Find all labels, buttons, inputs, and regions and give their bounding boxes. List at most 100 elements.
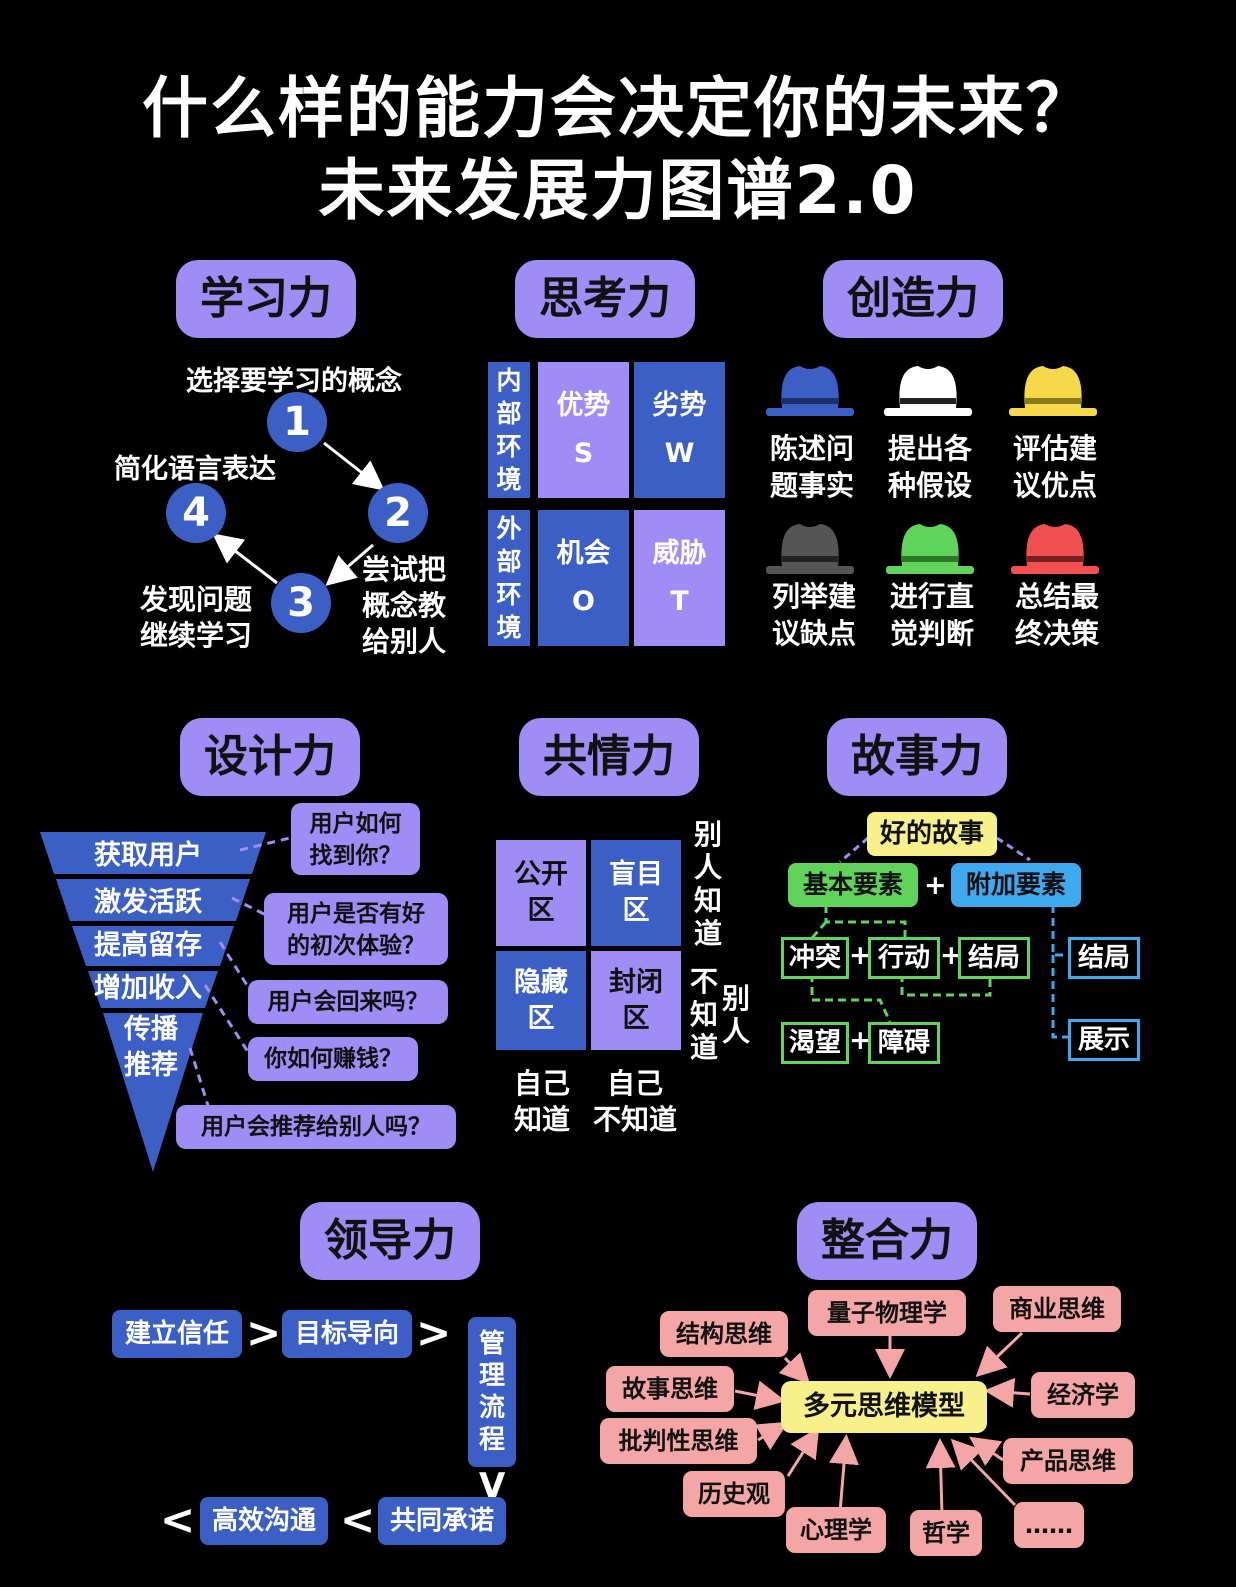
integration-center: 多元思维模型 — [781, 1381, 987, 1433]
section-story: 故事力 — [827, 718, 1007, 796]
johari-unknown: 封闭区 — [591, 951, 681, 1050]
funnel-level-4 — [88, 971, 218, 1008]
integration-psychology: 心理学 — [786, 1507, 886, 1553]
funnel-label-referral: 传播推荐 — [124, 1014, 178, 1081]
yellow-hat-icon — [1009, 366, 1097, 416]
step3-label: 发现问题继续学习 — [140, 583, 253, 652]
lead-chevron-4: < — [160, 1495, 196, 1544]
johari-others-know: 别人知道 — [694, 818, 723, 950]
design-question-3: 用户会回来吗？ — [248, 980, 448, 1024]
design-question-2: 用户是否有好的初次体验？ — [264, 893, 448, 965]
section-leadership: 领导力 — [300, 1202, 480, 1280]
integration-product: 产品思维 — [1003, 1438, 1133, 1484]
design-question-5: 用户会推荐给别人吗？ — [176, 1105, 456, 1149]
hat-blue-label: 陈述问题事实 — [769, 432, 854, 502]
step1-label: 选择要学习的概念 — [186, 366, 402, 397]
johari-open: 公开区 — [496, 840, 586, 946]
section-integration: 整合力 — [797, 1202, 977, 1280]
hats-row2 — [766, 524, 1099, 574]
lead-manage-process: 管理流程 — [468, 1317, 516, 1467]
integration-quantum: 量子物理学 — [808, 1290, 966, 1336]
red-hat-icon — [1011, 524, 1099, 574]
lead-chevron-1: > — [246, 1308, 282, 1357]
story-conflict: 冲突 — [781, 937, 849, 979]
story-plus-3: + — [940, 940, 963, 971]
funnel-level-2 — [56, 879, 250, 921]
lead-commitment: 共同承诺 — [378, 1497, 506, 1545]
johari-self-unknown: 自己不知道 — [592, 1067, 677, 1136]
story-ending: 结局 — [958, 937, 1030, 979]
story-basic: 基本要素 — [788, 863, 918, 907]
funnel-label-revenue: 增加收入 — [94, 973, 202, 1004]
step4-label: 简化语言表达 — [114, 454, 276, 485]
lead-build-trust: 建立信任 — [112, 1310, 242, 1358]
section-learning: 学习力 — [176, 260, 356, 338]
funnel-label-activation: 激发活跃 — [94, 887, 202, 918]
section-thinking: 思考力 — [515, 260, 695, 338]
integration-story: 故事思维 — [606, 1366, 734, 1412]
step2-label: 尝试把概念教给别人 — [362, 553, 447, 658]
hat-white-label: 提出各种假设 — [887, 432, 972, 502]
funnel-level-3 — [72, 926, 234, 966]
funnel-level-5 — [103, 1013, 203, 1172]
johari-others-unknown-a: 不知道 — [690, 965, 719, 1064]
integration-more: …… — [1014, 1502, 1084, 1548]
story-extra-show: 展示 — [1068, 1019, 1140, 1061]
story-plus-1: + — [924, 870, 947, 901]
black-hat-icon — [766, 524, 854, 574]
lead-chevron-2: > — [416, 1308, 452, 1357]
integration-business: 商业思维 — [993, 1286, 1121, 1332]
story-obstacle: 障碍 — [868, 1022, 940, 1064]
swot-external-label: 外部环境 — [488, 510, 530, 646]
johari-hidden: 隐藏区 — [496, 951, 586, 1050]
johari-blind: 盲目区 — [591, 840, 681, 946]
story-action: 行动 — [868, 937, 940, 979]
step4-circle: 4 — [166, 483, 226, 543]
johari-others-unknown-b: 别人 — [722, 982, 751, 1048]
story-root: 好的故事 — [867, 812, 997, 856]
integration-history: 历史观 — [683, 1471, 785, 1517]
funnel-level-1 — [40, 832, 266, 874]
white-hat-icon — [884, 366, 972, 416]
page-subtitle: 未来发展力图谱2.0 — [318, 152, 918, 229]
hat-green-label: 进行直觉判断 — [889, 580, 974, 650]
green-hat-icon — [886, 524, 974, 574]
funnel-label-retention: 提高留存 — [94, 930, 202, 961]
step2-circle: 2 — [368, 483, 428, 543]
design-question-1: 用户如何找到你？ — [291, 803, 420, 875]
integration-philosophy: 哲学 — [910, 1510, 982, 1556]
johari-self-know: 自己知道 — [513, 1067, 570, 1136]
integration-economics: 经济学 — [1031, 1372, 1135, 1418]
story-extra-ending: 结局 — [1068, 937, 1140, 979]
design-question-4: 你如何赚钱？ — [248, 1037, 418, 1081]
lead-goal-oriented: 目标导向 — [282, 1310, 412, 1358]
hat-red-label: 总结最终决策 — [1014, 580, 1099, 650]
lead-communication: 高效沟通 — [200, 1497, 328, 1545]
integration-structure: 结构思维 — [660, 1311, 788, 1357]
hats-row1 — [766, 366, 1097, 416]
integration-critical: 批判性思维 — [600, 1418, 757, 1464]
section-design: 设计力 — [180, 718, 360, 796]
step1-circle: 1 — [267, 392, 327, 452]
page-title: 什么样的能力会决定你的未来？ — [142, 70, 1094, 147]
swot-internal-label: 内部环境 — [488, 362, 530, 498]
story-plus-4: + — [849, 1025, 872, 1056]
funnel-label-acquisition: 获取用户 — [94, 840, 202, 871]
hat-black-label: 列举建议缺点 — [771, 580, 856, 650]
step3-circle: 3 — [271, 573, 331, 633]
blue-hat-icon — [766, 366, 854, 416]
section-empathy: 共情力 — [519, 718, 699, 796]
story-extra: 附加要素 — [951, 863, 1081, 907]
story-desire: 渴望 — [781, 1022, 849, 1064]
hat-yellow-label: 评估建议优点 — [1012, 432, 1097, 502]
story-plus-2: + — [849, 940, 872, 971]
section-creativity: 创造力 — [823, 260, 1003, 338]
